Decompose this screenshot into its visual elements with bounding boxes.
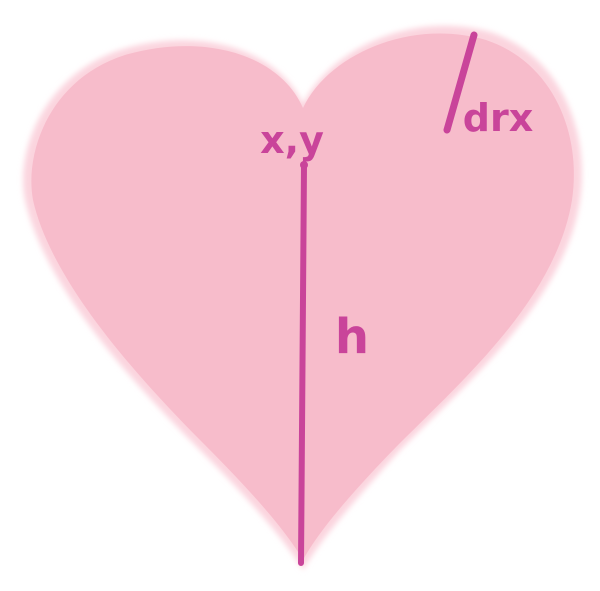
origin-label: x,y — [260, 118, 324, 162]
signature-slash — [443, 31, 478, 134]
signature-label: drx — [463, 96, 533, 140]
height-line — [298, 162, 307, 566]
height-label: h — [335, 309, 369, 365]
origin-point — [300, 161, 308, 169]
